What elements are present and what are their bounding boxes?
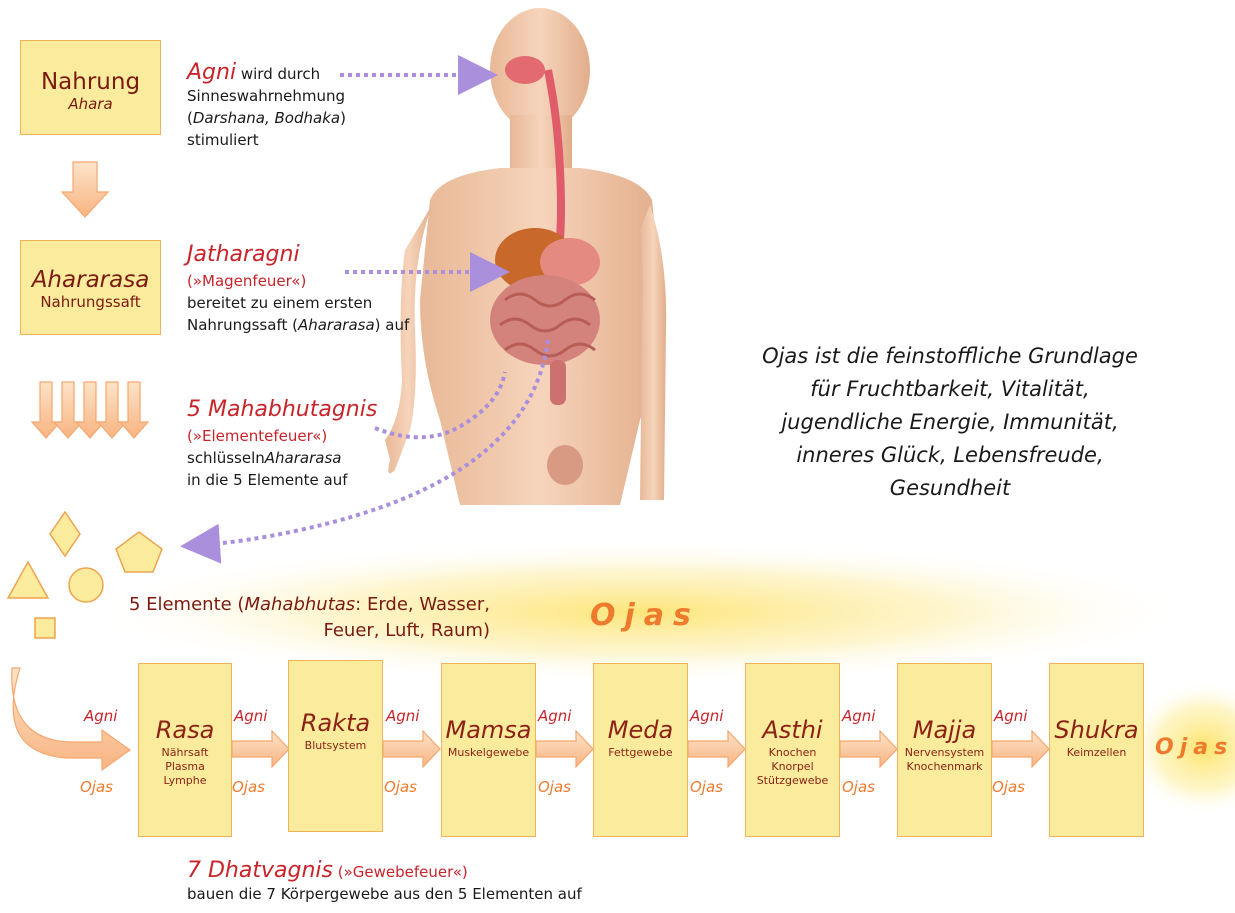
tissue-box-rakta: Rakta Blutsystem — [288, 660, 383, 832]
circle-shape — [69, 568, 103, 602]
agni-label: Agni — [842, 707, 875, 725]
agni-heading: Agni — [187, 60, 236, 85]
mahabhutagnis-description: 5 Mahabhutagnis (»Elementefeuer«) schlüs… — [187, 395, 387, 491]
ojas-label: Ojas — [538, 778, 571, 796]
ojas-heading: Ojas — [590, 598, 700, 633]
juice-box: Ahararasa Nahrungssaft — [20, 240, 161, 335]
ojas-end-label: Ojas — [1155, 735, 1233, 760]
mahabhutagnis-line3-italic: Ahararasa — [265, 449, 342, 467]
quote-line: Ojas ist die feinstoffliche Grundlage — [715, 340, 1185, 373]
food-title: Nahrung — [21, 69, 160, 95]
jatharagni-line3: bereitet zu einem ersten — [187, 292, 447, 314]
tissue-desc: Knochen Knorpel Stützgewebe — [746, 746, 839, 788]
ojas-quote: Ojas ist die feinstoffliche Grundlage fü… — [715, 340, 1185, 505]
tissue-name: Shukra — [1050, 716, 1143, 744]
agni-label: Agni — [84, 707, 117, 725]
pentagon-shape — [116, 532, 162, 572]
ojas-label: Ojas — [842, 778, 875, 796]
tissue-desc: Blutsystem — [289, 739, 382, 753]
food-subtitle: Ahara — [21, 95, 160, 113]
agni-line3: Darshana, Bodhaka — [193, 109, 340, 127]
jatharagni-line4b: ) auf — [375, 316, 410, 334]
agni-line2: Sinneswahrnehmung — [187, 85, 447, 107]
tissue-box-meda: Meda Fettgewebe — [593, 663, 688, 837]
jatharagni-description: Jatharagni (»Magenfeuer«) bereitet zu ei… — [187, 240, 447, 336]
mahabhutagnis-sub: (»Elementefeuer«) — [187, 425, 387, 447]
five-down-arrows — [32, 382, 148, 438]
agni-line4: stimuliert — [187, 129, 447, 151]
triangle-shape — [8, 562, 48, 598]
elements-line1b: : Erde, Wasser, — [355, 594, 490, 615]
quote-line: Gesundheit — [715, 472, 1185, 505]
jatharagni-line4a: Nahrungssaft ( — [187, 316, 298, 334]
down-arrow-icon — [62, 162, 108, 217]
elements-line1a: 5 Elemente ( — [129, 594, 245, 615]
jatharagni-sub: (»Magenfeuer«) — [187, 270, 447, 292]
dhatvagnis-heading: 7 Dhatvagnis — [187, 858, 333, 883]
tissue-name: Rakta — [289, 709, 382, 737]
tissue-name: Majja — [898, 716, 991, 744]
juice-subtitle: Nahrungssaft — [21, 293, 160, 311]
tissue-box-rasa: Rasa Nährsaft Plasma Lymphe — [138, 663, 232, 837]
tissue-name: Meda — [594, 716, 687, 744]
tissue-name: Rasa — [139, 716, 231, 744]
agni-label: Agni — [538, 707, 571, 725]
tissue-desc: Nervensystem Knochenmark — [898, 746, 991, 774]
agni-label: Agni — [994, 707, 1027, 725]
elements-line2: Feuer, Luft, Raum) — [110, 618, 490, 644]
mahabhutagnis-line4: in die 5 Elemente auf — [187, 469, 387, 491]
agni-label: Agni — [690, 707, 723, 725]
agni-label: Agni — [234, 707, 267, 725]
quote-line: für Fruchtbarkeit, Vitalität, — [715, 373, 1185, 406]
ojas-label: Ojas — [80, 778, 113, 796]
elements-line1-italic: Mahabhutas — [244, 594, 355, 615]
tissue-desc: Muskelgewebe — [442, 746, 535, 760]
diamond-shape — [50, 512, 80, 556]
food-box: Nahrung Ahara — [20, 40, 161, 135]
jatharagni-line4-italic: Ahararasa — [298, 316, 375, 334]
tissue-box-asthi: Asthi Knochen Knorpel Stützgewebe — [745, 663, 840, 837]
tissue-desc: Keimzellen — [1050, 746, 1143, 760]
tissue-name: Mamsa — [442, 716, 535, 744]
ojas-label: Ojas — [232, 778, 265, 796]
elements-description: 5 Elemente (Mahabhutas: Erde, Wasser, Fe… — [110, 592, 490, 644]
mahabhutagnis-heading: 5 Mahabhutagnis — [187, 395, 387, 425]
square-shape — [35, 618, 55, 638]
quote-line: jugendliche Energie, Immunität, — [715, 406, 1185, 439]
ojas-label: Ojas — [384, 778, 417, 796]
quote-line: inneres Glück, Lebensfreude, — [715, 439, 1185, 472]
tissue-box-majja: Majja Nervensystem Knochenmark — [897, 663, 992, 837]
ojas-label: Ojas — [690, 778, 723, 796]
tissue-name: Asthi — [746, 716, 839, 744]
dhatvagnis-sub: (»Gewebefeuer«) — [338, 863, 468, 881]
juice-title: Ahararasa — [21, 267, 160, 293]
tissue-desc: Nährsaft Plasma Lymphe — [139, 746, 231, 788]
agni-label: Agni — [386, 707, 419, 725]
agni-rest: wird durch — [241, 65, 320, 83]
tissue-desc: Fettgewebe — [594, 746, 687, 760]
tissue-box-shukra: Shukra Keimzellen — [1049, 663, 1144, 837]
mahabhutagnis-line3a: schlüsseln — [187, 449, 265, 467]
dhatvagnis-description: 7 Dhatvagnis (»Gewebefeuer«) bauen die 7… — [187, 860, 787, 905]
dhatvagnis-line2: bauen die 7 Körpergewebe aus den 5 Eleme… — [187, 883, 787, 905]
agni-description: Agni wird durch Sinneswahrnehmung (Darsh… — [187, 62, 447, 151]
tissue-box-mamsa: Mamsa Muskelgewebe — [441, 663, 536, 837]
agni-paren-close: ) — [340, 109, 346, 127]
jatharagni-heading: Jatharagni — [187, 240, 447, 270]
ojas-label: Ojas — [992, 778, 1025, 796]
